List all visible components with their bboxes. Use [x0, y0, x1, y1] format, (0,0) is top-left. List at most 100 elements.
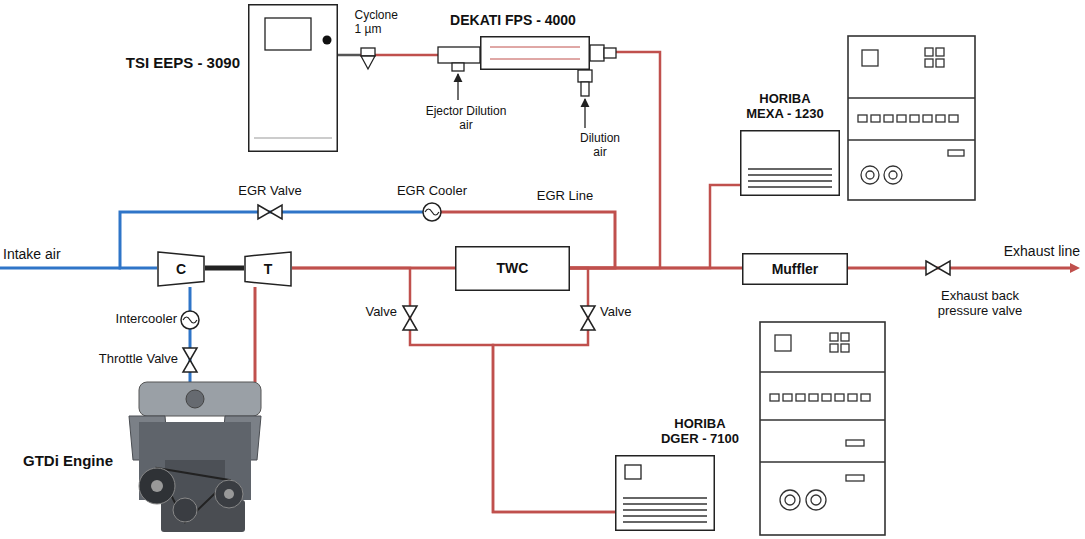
analyzer-cabinet: [884, 166, 902, 184]
analyzer-cabinet: [770, 394, 779, 401]
label-wrap: DEKATI FPS - 4000: [450, 12, 577, 28]
component-outline: [740, 130, 840, 196]
label-wrap: Cyclone 1 µm: [355, 9, 382, 37]
cooler-symbol: [183, 317, 197, 323]
diluter-fitting: [604, 48, 616, 58]
intake-pipe: [0, 267, 121, 270]
component-outline: [125, 382, 265, 534]
label-wrap: EGR Line: [536, 189, 594, 204]
analyzer-cabinet: [822, 394, 831, 401]
indicator-dot: [323, 36, 332, 45]
analyzer-cabinet: [830, 333, 838, 341]
pipe-connector: [292, 268, 615, 512]
analyzer-cabinet: [848, 139, 975, 140]
label-wrap: Exhaust back pressure valve: [938, 289, 1023, 319]
analyzer-cabinet: [846, 440, 864, 446]
engine-pulley-hub: [151, 480, 163, 492]
pipe-connector: [205, 266, 244, 271]
analyzer-cabinet: [846, 475, 864, 481]
analyzer-cabinet: [858, 115, 867, 122]
box-outline: [741, 131, 840, 196]
label-wrap: HORIBA DGER - 7100: [661, 417, 740, 447]
analyzer-cabinet: [796, 394, 805, 401]
analyzer-cabinet: [925, 59, 933, 67]
instrument-label: HORIBA MEXA - 1230: [746, 92, 824, 122]
annotation-label: EGR Valve: [238, 184, 303, 199]
component-label: TWC: [496, 260, 529, 276]
connector-group: [120, 52, 742, 512]
component-outline: [480, 36, 590, 70]
engine-manifold: [139, 382, 261, 416]
label-wrap: Ejector Dilution air: [418, 105, 515, 133]
component-label: T: [263, 261, 273, 277]
analyzer-cabinet: [897, 115, 906, 122]
valve-symbol: [926, 261, 950, 275]
label-wrap: Dilution air: [572, 132, 628, 160]
annotation-label: Cyclone 1 µm: [355, 9, 382, 37]
pipe-connector: [254, 287, 257, 382]
component-label: C: [175, 261, 187, 277]
component-label: Muffler: [771, 261, 819, 277]
analyzer-cabinet: [862, 50, 878, 66]
box-outline: [743, 254, 848, 285]
pipe-connector: [493, 268, 615, 512]
instrument-label: GTDi Engine: [22, 452, 113, 469]
engine-pulley: [173, 498, 197, 522]
annotation-label: Exhaust line: [1002, 243, 1080, 259]
annotation-label: Throttle Valve: [97, 352, 178, 367]
analyzer-cabinet: [811, 495, 821, 505]
pipe-connector: [570, 185, 740, 268]
annotation-label: Intercooler: [114, 312, 177, 327]
box-outline: [481, 37, 590, 70]
analyzer-cabinet: [760, 322, 885, 535]
valve-symbol: [581, 306, 595, 330]
box-outline: [456, 247, 570, 291]
label-wrap: EGR Cooler: [396, 184, 468, 199]
label-wrap: EGR Valve: [238, 184, 303, 199]
analyzer-cabinet: [848, 36, 975, 200]
display-screen: [265, 18, 311, 50]
analyzer-cabinet: [780, 490, 800, 510]
panel-line: [254, 138, 332, 139]
label-wrap: Exhaust line: [1002, 243, 1080, 259]
dilution-system: DEKATI FPS - 4000: [480, 36, 590, 70]
diluter-fitting: [590, 45, 604, 61]
turbine: T: [244, 251, 292, 287]
vent-stripe: [623, 521, 707, 522]
analyzer-cabinet: [866, 171, 874, 179]
vent-stripe: [748, 174, 832, 175]
valve-symbol: [258, 205, 282, 219]
engine-pulley: [215, 480, 243, 508]
compressor-shape: [158, 252, 204, 286]
annotation-label: Ejector Dilution air: [418, 105, 515, 133]
analyzer-cabinet: [884, 115, 893, 122]
label-wrap: TSI EEPS - 3090: [124, 54, 240, 71]
analyzer-cabinet: [830, 344, 838, 352]
analyzer-cabinet: [783, 394, 792, 401]
turbine-shape: [245, 252, 291, 286]
vent-stripe: [623, 497, 707, 498]
engine-throttle-body: [186, 390, 204, 408]
engine-illustration: GTDi Engine: [125, 382, 265, 534]
analyzer-cabinet: [871, 115, 880, 122]
analyzer-cabinet: [949, 115, 958, 122]
tube-line: [490, 59, 580, 60]
vent-stripe: [623, 515, 707, 516]
analyzer-cabinet: [848, 394, 857, 401]
component-outline: [615, 455, 715, 531]
exhaust-pipe: [848, 267, 1070, 270]
analyzer-cabinet: [848, 36, 975, 200]
analyzer-cabinet: [925, 48, 933, 56]
particle-sizer: TSI EEPS - 3090: [248, 4, 338, 152]
analyzer-cabinet: [760, 461, 885, 462]
box-outline: [249, 5, 338, 152]
analyzer-cabinet: [936, 48, 944, 56]
gas-analyzer: HORIBA MEXA - 1230: [740, 130, 840, 196]
ejector-body: [438, 47, 480, 63]
analyzer-cabinet: [841, 344, 849, 352]
panel-square: [625, 465, 641, 479]
vent-stripe: [623, 509, 707, 510]
